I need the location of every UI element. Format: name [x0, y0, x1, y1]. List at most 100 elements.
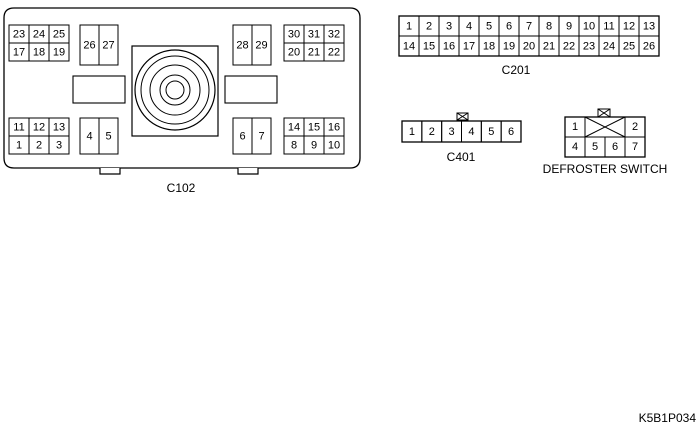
defroster-latch-icon	[597, 108, 611, 118]
c102-center-pin	[165, 80, 185, 100]
c201-pin-number: 17	[463, 41, 475, 53]
c201-pin-number: 2	[426, 21, 432, 33]
c102-pin-number: 28	[236, 40, 248, 52]
c102-pin-number: 7	[258, 131, 264, 143]
c102-pin-cell	[48, 42, 70, 62]
c102-pin-number: 2	[36, 140, 42, 152]
c102-pin-number: 17	[13, 47, 25, 59]
c201-pin-number: 4	[466, 21, 472, 33]
defroster-blank-cross-b	[584, 116, 626, 138]
c201-pin-number: 12	[623, 21, 635, 33]
connector-defroster-switch: 1 2 4 5 6 7 DEFROSTER SWITCH	[543, 108, 668, 176]
c401-pin-cell	[500, 120, 522, 143]
c102-pin-cell	[48, 135, 70, 155]
c201-pin-number: 24	[603, 41, 615, 53]
c102-center-frame	[131, 45, 219, 137]
c102-pin-number: 4	[86, 131, 92, 143]
c102-pin-cell	[251, 117, 272, 155]
c102-pin-block: 26 27	[79, 24, 119, 66]
c102-center-ring-outer	[134, 49, 216, 131]
c401-pin-number: 4	[468, 126, 474, 138]
c102-pin-number: 16	[328, 122, 340, 134]
c201-pin-number: 20	[523, 41, 535, 53]
c102-pin-number: 23	[13, 29, 25, 41]
c201-pin-number: 13	[643, 21, 655, 33]
figure-code: K5B1P034	[638, 411, 696, 425]
c201-pin-number: 8	[546, 21, 552, 33]
c102-pin-number: 20	[288, 47, 300, 59]
c102-pin-cell	[323, 135, 345, 155]
c102-pin-number: 19	[53, 47, 65, 59]
c102-pin-number: 29	[255, 40, 267, 52]
c201-pin-number: 22	[563, 41, 575, 53]
c201-pin-number: 5	[486, 21, 492, 33]
c102-center-hub	[159, 74, 191, 106]
c102-pin-number: 15	[308, 122, 320, 134]
c201-pin-number: 16	[443, 41, 455, 53]
c201-pin-number: 21	[543, 41, 555, 53]
c102-pin-number: 21	[308, 47, 320, 59]
c102-pin-number: 31	[308, 29, 320, 41]
c102-center-ring-inner	[149, 64, 201, 116]
c201-pin-number: 7	[526, 21, 532, 33]
c401-latch-icon	[456, 112, 469, 121]
c201-pin-number: 26	[643, 41, 655, 53]
c201-pin-number: 25	[623, 41, 635, 53]
c102-pin-number: 5	[105, 131, 111, 143]
defroster-switch-label: DEFROSTER SWITCH	[543, 162, 668, 176]
c201-pin-number: 3	[446, 21, 452, 33]
defroster-pin-number: 5	[592, 141, 598, 153]
c102-latch-right	[237, 168, 259, 175]
c201-pin-number: 1	[406, 21, 412, 33]
c102-pin-number: 30	[288, 29, 300, 41]
c102-pin-number: 6	[239, 131, 245, 143]
c201-pin-number: 10	[583, 21, 595, 33]
c102-pin-cell	[323, 42, 345, 62]
c102-pin-number: 10	[328, 140, 340, 152]
c102-pin-number: 3	[56, 140, 62, 152]
c102-pin-number: 18	[33, 47, 45, 59]
defroster-pin-number: 4	[572, 141, 578, 153]
c102-pin-number: 26	[83, 40, 95, 52]
c201-pin-cell	[638, 35, 660, 57]
c102-pin-cell	[251, 24, 272, 66]
c102-pin-number: 27	[102, 40, 114, 52]
c201-pin-number: 18	[483, 41, 495, 53]
c102-pin-number: 25	[53, 29, 65, 41]
c102-guide-left	[72, 75, 126, 104]
c401-pin-number: 3	[449, 126, 455, 138]
c102-pin-number: 1	[16, 140, 22, 152]
c102-pin-number: 8	[291, 140, 297, 152]
c102-pin-number: 9	[311, 140, 317, 152]
c201-pin-number: 23	[583, 41, 595, 53]
c102-guide-right	[224, 75, 278, 104]
c201-pin-number: 19	[503, 41, 515, 53]
c102-latch-left	[99, 168, 121, 175]
defroster-pin-number: 2	[632, 121, 638, 133]
c102-label: C102	[167, 181, 196, 195]
c401-pin-number: 1	[409, 126, 415, 138]
c102-pin-number: 12	[33, 122, 45, 134]
c201-label: C201	[502, 63, 531, 77]
c201-pin-number: 11	[603, 21, 614, 33]
c102-pin-number: 13	[53, 122, 65, 134]
c102-pin-cell	[98, 117, 119, 155]
c102-pin-block: 28 29	[232, 24, 272, 66]
defroster-pin-number: 7	[632, 141, 638, 153]
c401-pin-number: 5	[488, 126, 494, 138]
c401-label: C401	[447, 150, 476, 164]
defroster-pin-number: 1	[572, 121, 578, 133]
c401-pin-number: 6	[508, 126, 514, 138]
